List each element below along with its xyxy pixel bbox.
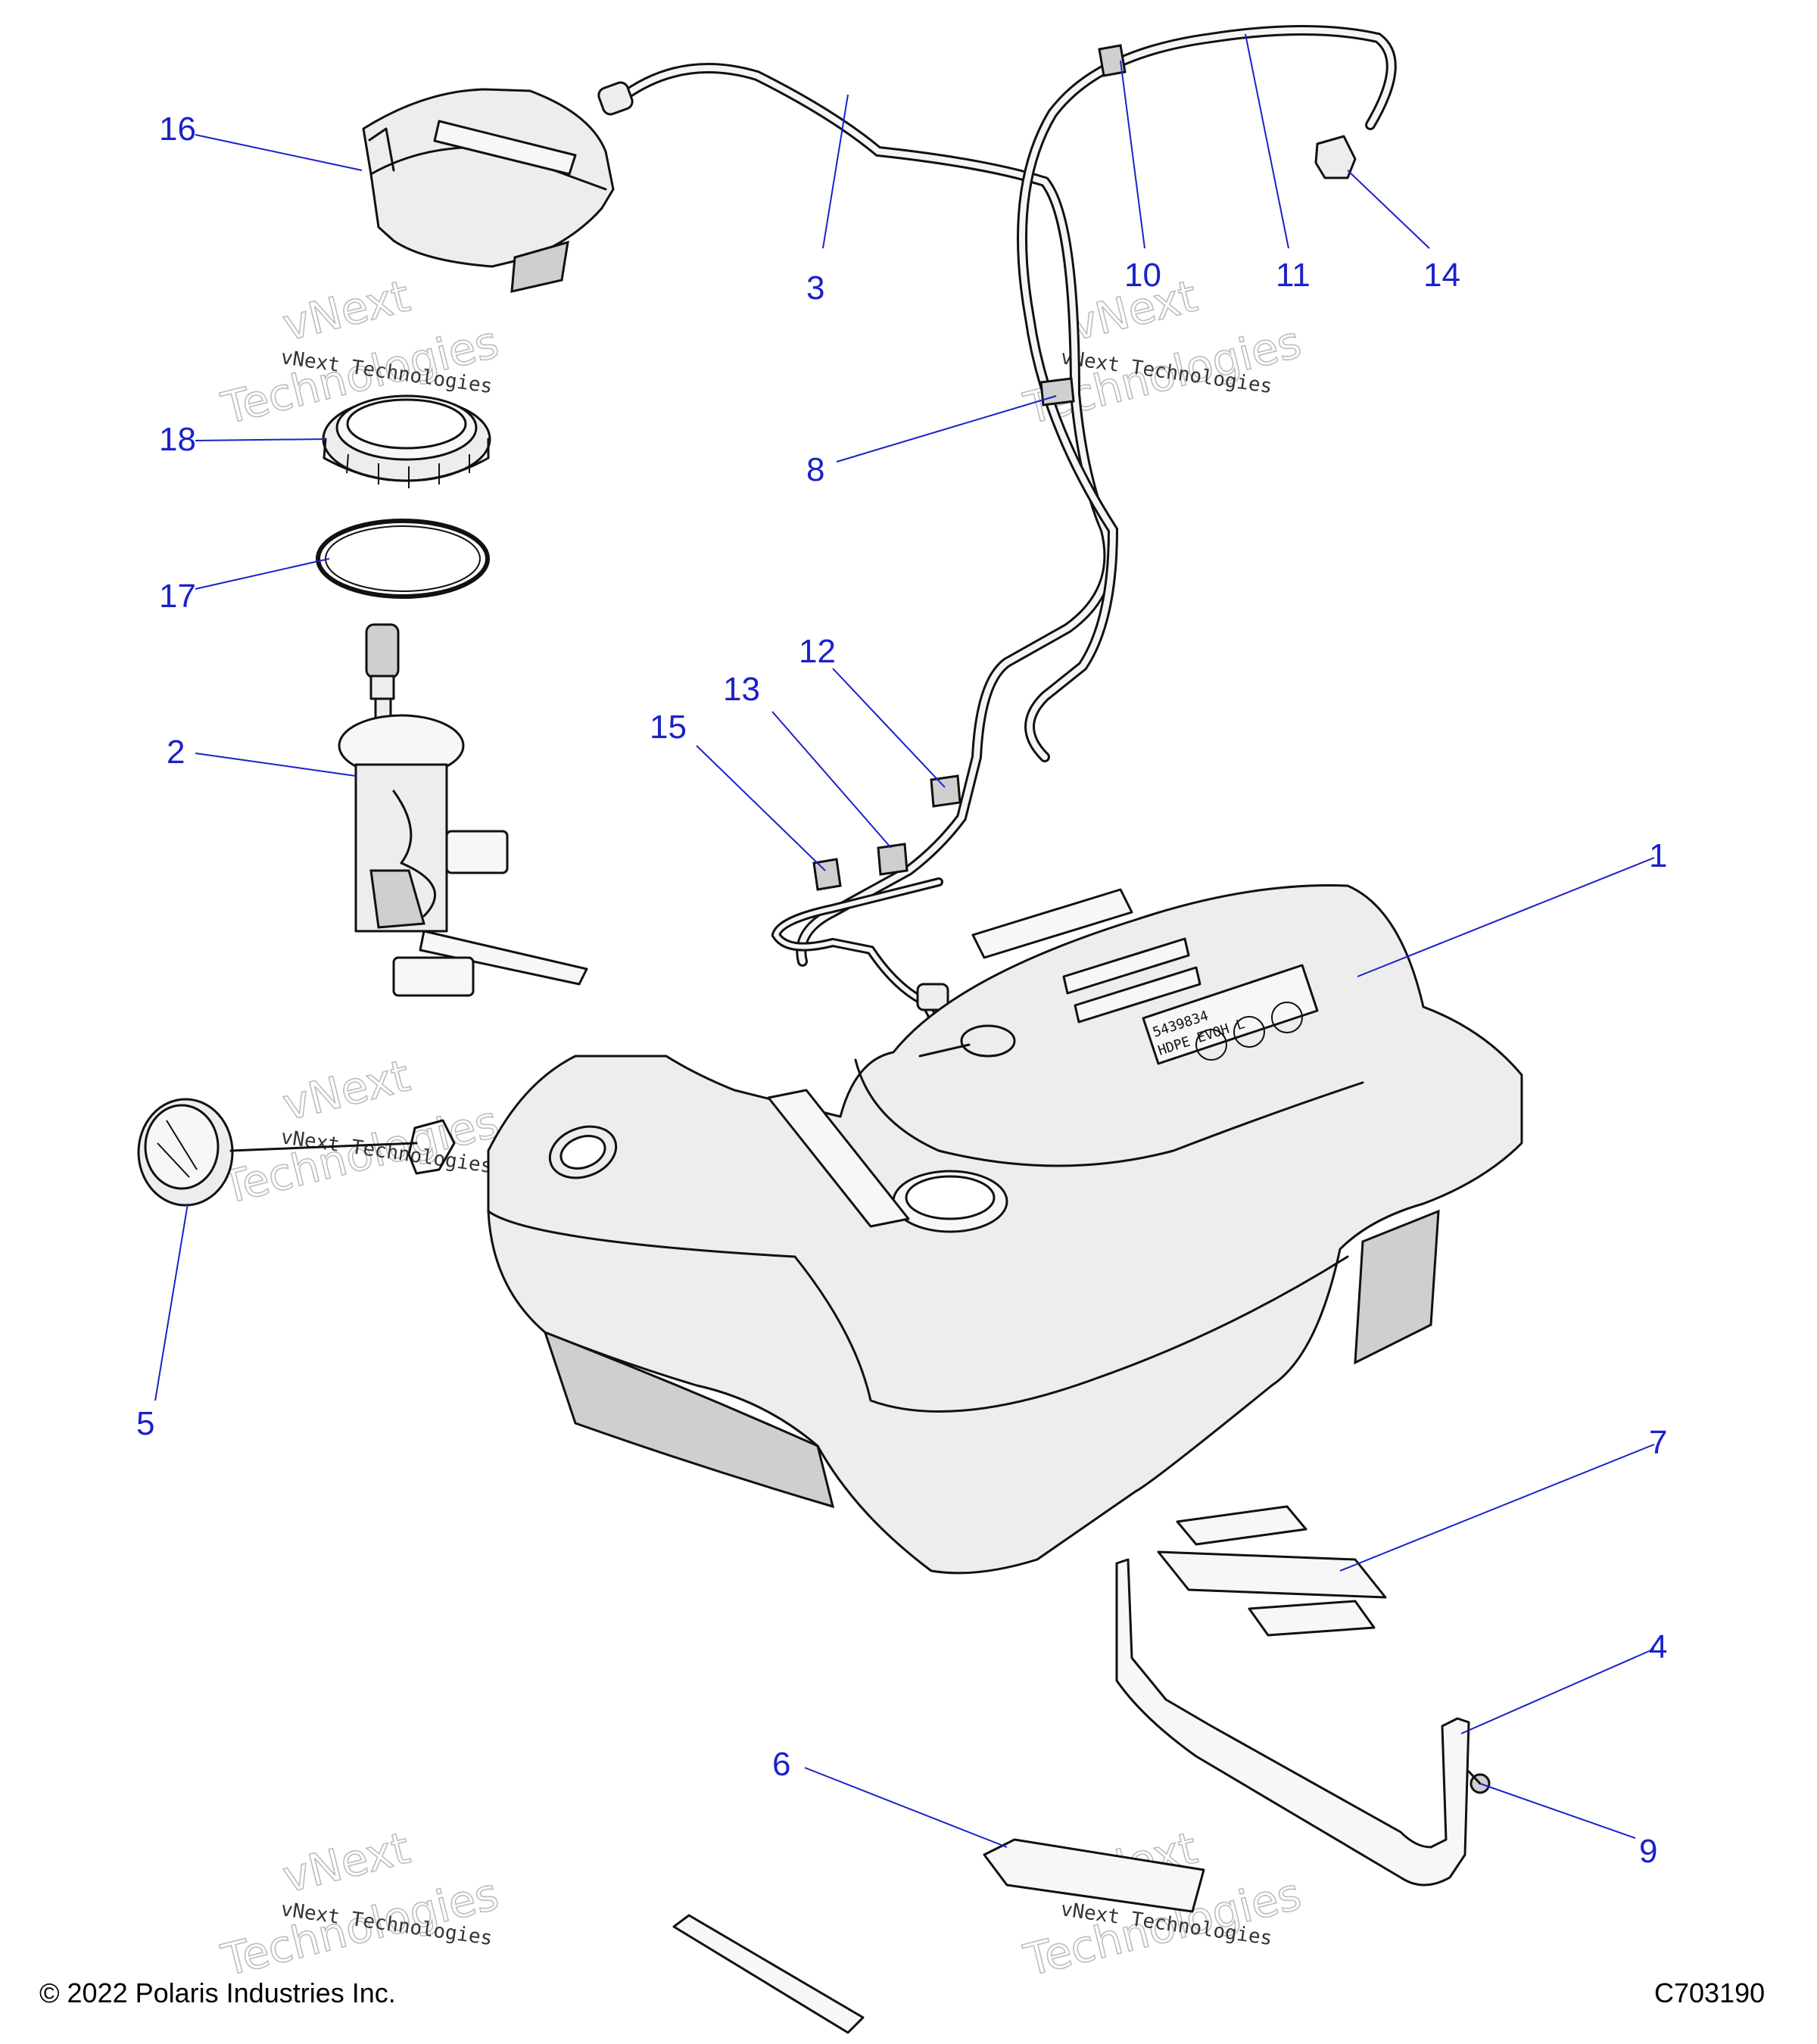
watermark-bottom-left: vNext Technologies vNext Technologies <box>216 1821 504 1987</box>
callout-12: 12 <box>799 633 836 670</box>
callout-7: 7 <box>1649 1424 1667 1461</box>
watermark-mid-left: vNext Technologies vNext Technologies <box>216 1049 504 1215</box>
part-12-clip <box>930 774 961 808</box>
watermark-big-vnext: vNext <box>278 1822 415 1903</box>
callout-numbers: 1 2 3 4 5 6 7 8 9 10 11 12 13 14 15 16 1… <box>136 111 1667 1870</box>
part-17-seal-ring <box>316 519 490 599</box>
callout-13: 13 <box>723 671 760 708</box>
part-4-strap <box>1115 1558 1470 1887</box>
watermark-big-vnext: vNext <box>278 270 415 351</box>
watermark-top-right: vNext Technologies vNext Technologies <box>1018 270 1307 435</box>
callout-17: 17 <box>159 578 196 615</box>
callout-6: 6 <box>772 1746 790 1783</box>
callout-5: 5 <box>136 1405 154 1442</box>
callout-1: 1 <box>1649 837 1667 874</box>
callout-4: 4 <box>1649 1628 1667 1665</box>
callout-2: 2 <box>167 734 185 771</box>
part-5-fuel-cap <box>137 1098 456 1207</box>
callout-8: 8 <box>806 451 824 488</box>
callout-16: 16 <box>159 111 196 148</box>
part-1-fuel-tank: 5439834 HDPE EVOH L <box>487 884 1523 1575</box>
leader-lines <box>154 33 1655 1848</box>
callout-9: 9 <box>1639 1833 1657 1870</box>
callout-3: 3 <box>806 270 824 307</box>
part-14-cap <box>1314 135 1357 179</box>
vent-hose-assembly <box>771 877 949 1027</box>
part-16-pump-cover <box>362 88 615 293</box>
part-11-vent-line <box>1017 25 1397 762</box>
copyright-text: © 2022 Polaris Industries Inc. <box>39 1977 396 2008</box>
part-8-clip <box>1039 377 1075 407</box>
callout-15: 15 <box>650 709 687 746</box>
diagram-id: C703190 <box>1654 1977 1766 2008</box>
part-18-lock-ring <box>322 394 491 488</box>
part-13-clip <box>877 843 908 876</box>
callout-14: 14 <box>1423 257 1460 294</box>
part-2-fuel-pump <box>338 623 588 997</box>
callout-11: 11 <box>1276 257 1311 294</box>
callout-10: 10 <box>1124 257 1161 294</box>
part-3-vent-line <box>597 63 1114 967</box>
part-9-bolt <box>1467 1770 1491 1794</box>
callout-18: 18 <box>159 421 196 458</box>
part-10-clip <box>1098 44 1127 77</box>
watermark-big-vnext: vNext <box>278 1050 415 1131</box>
part-7-pads <box>1157 1505 1387 1637</box>
part-6-strip <box>672 1838 1205 2034</box>
